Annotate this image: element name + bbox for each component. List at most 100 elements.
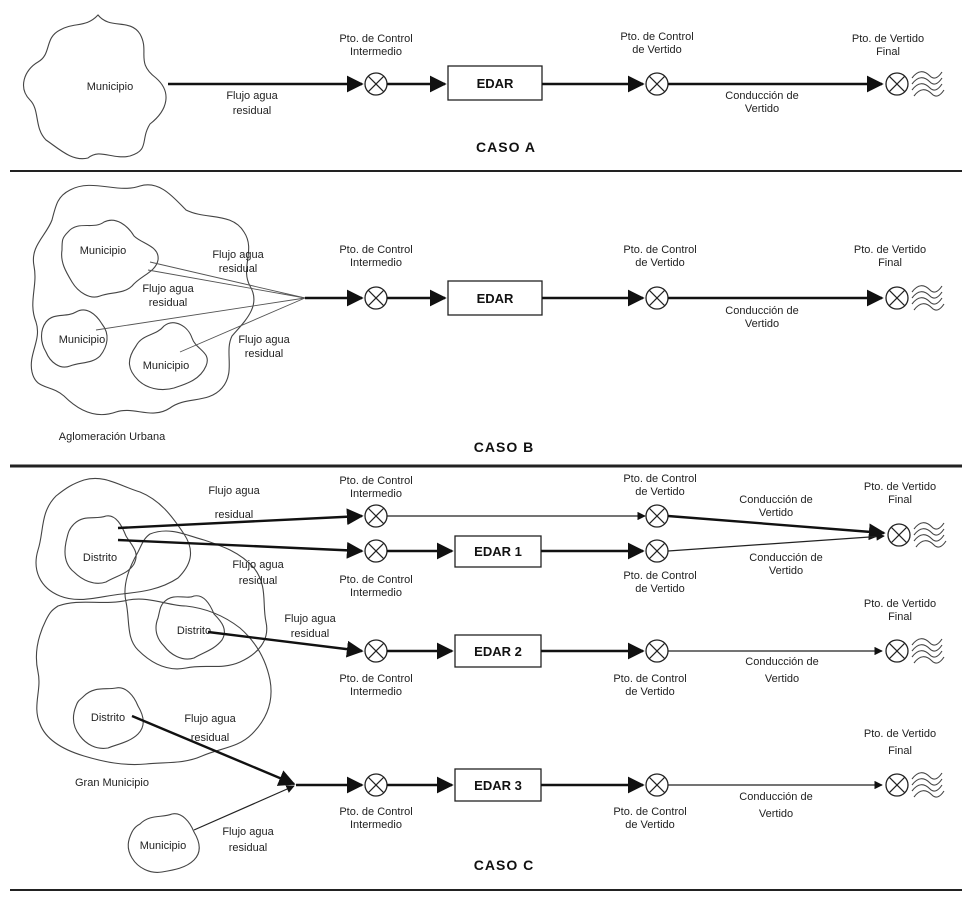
municipio-b1-outline xyxy=(61,219,159,298)
edar3-label: EDAR 3 xyxy=(474,778,522,793)
edar-box xyxy=(447,65,543,101)
control-c4-label-1: Pto. de Control xyxy=(339,806,412,818)
conduccion-b-label-2: Vertido xyxy=(745,318,779,330)
vertido-final-c4-label-1: Pto. de Vertido xyxy=(864,728,936,740)
control-intermedio-b-valve-icon xyxy=(364,286,388,310)
edar2-box xyxy=(454,634,542,668)
conduccion-label-2: Vertido xyxy=(745,103,779,115)
conduccion-b-label-1: Conducción de xyxy=(725,305,798,317)
control-c2-label-2: Intermedio xyxy=(350,587,402,599)
control-vertido-c1-label-1: Pto. de Control xyxy=(623,473,696,485)
flujo-c1-label-1: Flujo agua xyxy=(208,485,260,497)
edar-b-box xyxy=(447,280,543,316)
municipio-b3-label: Municipio xyxy=(143,360,189,372)
fan-line-1 xyxy=(149,261,306,299)
caso-b-caption: CASO B xyxy=(474,439,534,455)
control-vertido-c3-label-2: de Vertido xyxy=(625,686,675,698)
distrito-c2-label: Distrito xyxy=(177,625,211,637)
caso-a-caption: CASO A xyxy=(476,139,536,155)
distrito-c1-label: Distrito xyxy=(83,552,117,564)
distrito-c3-outline xyxy=(72,687,144,749)
flujo-c3-label-2: residual xyxy=(291,628,330,640)
control-intermedio-c3-valve-icon xyxy=(364,639,388,663)
control-b-label-1: Pto. de Control xyxy=(339,244,412,256)
control-c1-label-2: Intermedio xyxy=(350,488,402,500)
municipio-b2-outline xyxy=(40,309,108,368)
municipio-b1-label: Municipio xyxy=(80,245,126,257)
municipio-c-outline xyxy=(127,813,200,873)
control-vertido-c4-valve-icon xyxy=(645,773,669,797)
fan-line-2 xyxy=(147,269,306,299)
flujo-b2-label-2: residual xyxy=(149,297,188,309)
control-vertido-valve-icon xyxy=(645,72,669,96)
vertido-final-c1-label-2: Final xyxy=(888,494,912,506)
edar1-box xyxy=(454,535,542,568)
municipio-b3-outline xyxy=(128,322,208,391)
caso-b: Municipio Municipio Municipio Flujo agua… xyxy=(30,184,945,455)
conduccion-c3-label-1: Conducción de xyxy=(745,656,818,668)
control-vertido-c4-label-1: Pto. de Control xyxy=(613,806,686,818)
flujo-label-1: Flujo agua xyxy=(226,90,278,102)
caso-c: Distrito Distrito Distrito Gran Municipi… xyxy=(35,473,947,873)
gran-municipio-lower-outline xyxy=(35,598,272,766)
control-intermedio-c4-valve-icon xyxy=(364,773,388,797)
control-vertido-c3-valve-icon xyxy=(645,639,669,663)
control-vertido-label-1: Pto. de Control xyxy=(620,31,693,43)
control-vertido-c4-label-2: de Vertido xyxy=(625,819,675,831)
vertido-final-valve-icon xyxy=(885,72,909,96)
flujo-c2-arrow xyxy=(117,538,364,559)
flujo-c5-label-2: residual xyxy=(229,842,268,854)
control-vertido-label-2: de Vertido xyxy=(632,44,682,56)
water-waves-b-icon xyxy=(911,285,945,311)
vertido-final-c3-label-1: Pto. de Vertido xyxy=(864,598,936,610)
flujo-b2-label-1: Flujo agua xyxy=(142,283,194,295)
vertido-final-c1-label-1: Pto. de Vertido xyxy=(864,481,936,493)
control-c4-label-2: Intermedio xyxy=(350,819,402,831)
edar3-box xyxy=(454,768,542,802)
control-c2-label-1: Pto. de Control xyxy=(339,574,412,586)
flujo-b1-label-1: Flujo agua xyxy=(212,249,264,261)
conduccion-c1-arrow xyxy=(667,514,886,541)
control-vertido-b-valve-icon xyxy=(645,286,669,310)
gran-municipio-label: Gran Municipio xyxy=(75,777,149,789)
flujo-c2-label-1: Flujo agua xyxy=(232,559,284,571)
conduccion-c1-label-1: Conducción de xyxy=(739,494,812,506)
vertido-final-b-label-1: Pto. de Vertido xyxy=(854,244,926,256)
flujo-c1-arrow xyxy=(117,508,364,530)
control-vertido-c1-label-2: de Vertido xyxy=(635,486,685,498)
vertido-final-c4-label-2: Final xyxy=(888,745,912,757)
control-intermedio-valve-icon xyxy=(364,72,388,96)
conduccion-label-1: Conducción de xyxy=(725,90,798,102)
aglomeracion-label: Aglomeración Urbana xyxy=(59,431,166,443)
control-c1-label-1: Pto. de Control xyxy=(339,475,412,487)
vertido-final-c3-valve-icon xyxy=(885,639,909,663)
control-vertido-b-label-2: de Vertido xyxy=(635,257,685,269)
flujo-b3-label-1: Flujo agua xyxy=(238,334,290,346)
control-vertido-c2-label-2: de Vertido xyxy=(635,583,685,595)
gran-municipio-upper-outline xyxy=(35,477,192,601)
control-intermedio-c1-valve-icon xyxy=(364,504,388,528)
control-vertido-c3-label-1: Pto. de Control xyxy=(613,673,686,685)
distrito-c3-label: Distrito xyxy=(91,712,125,724)
flujo-c5-arrow xyxy=(193,785,295,831)
flujo-b1-label-2: residual xyxy=(219,263,258,275)
aglomeracion-outline xyxy=(30,184,255,416)
control-label-1: Pto. de Control xyxy=(339,33,412,45)
flujo-c5-label-1: Flujo agua xyxy=(222,826,274,838)
flujo-c4-label-1: Flujo agua xyxy=(184,713,236,725)
caso-a: Municipio Flujo agua residual Pto. de Co… xyxy=(23,14,945,160)
vertido-final-c4-valve-icon xyxy=(885,773,909,797)
distrito-c2-outline xyxy=(155,595,225,660)
water-waves-c3-icon xyxy=(911,638,945,664)
control-c3-label-2: Intermedio xyxy=(350,686,402,698)
flujo-c1-label-2: residual xyxy=(215,509,254,521)
water-waves-c1-icon xyxy=(913,522,947,548)
gran-municipio-middle-outline xyxy=(124,530,268,670)
vertido-final-label-1: Pto. de Vertido xyxy=(852,33,924,45)
flujo-label-2: residual xyxy=(233,105,272,117)
flujo-c4-arrow xyxy=(131,714,296,786)
distrito-c1-outline xyxy=(64,515,137,584)
fan-line-3 xyxy=(95,297,306,331)
